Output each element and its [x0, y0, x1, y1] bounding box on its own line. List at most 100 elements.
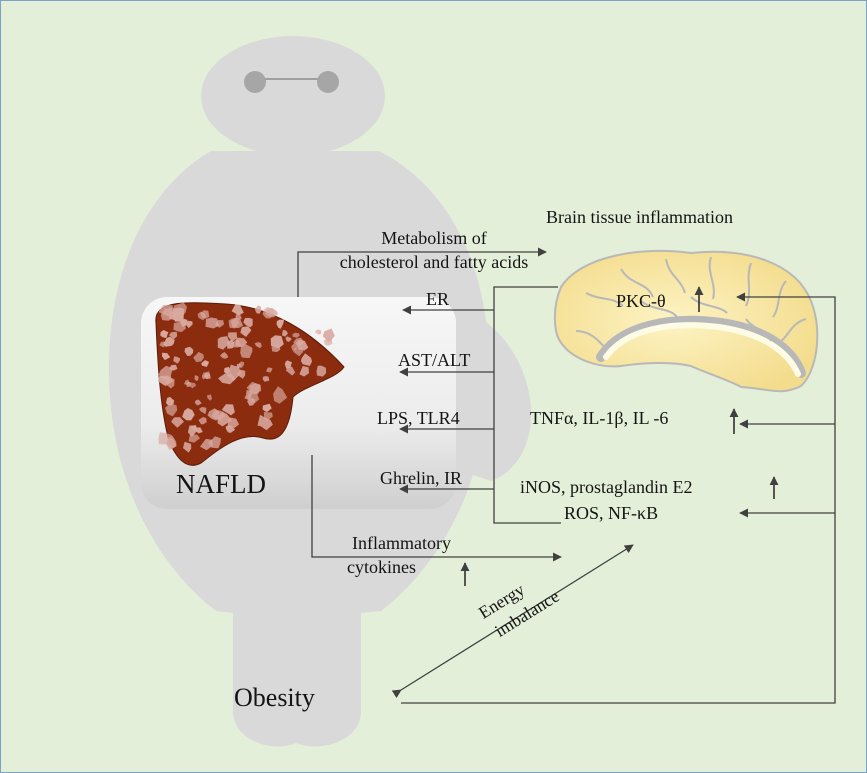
liver-spot	[262, 403, 272, 413]
metabolism-line2: cholesterol and fatty acids	[339, 252, 529, 272]
cytokines-label: Inflammatory cytokines	[319, 534, 484, 576]
liver-spot	[194, 399, 202, 406]
liver-spot	[163, 336, 175, 347]
obesity-label: Obesity	[234, 683, 315, 712]
liver-spot	[322, 328, 335, 343]
liver-spot	[162, 352, 171, 361]
brain-bracket	[493, 286, 561, 524]
cytokines-line2: cytokines	[347, 557, 416, 577]
lps-tlr4-label: LPS, TLR4	[377, 408, 460, 428]
liver-spot	[244, 394, 252, 401]
liver-spot	[262, 376, 270, 382]
face-glyph	[244, 71, 339, 93]
liver-spot	[194, 375, 199, 382]
brain-title: Brain tissue inflammation	[546, 207, 733, 227]
pkc-label: PKC-θ	[616, 291, 666, 311]
increase-arrows	[460, 286, 779, 586]
liver-spot	[201, 360, 209, 367]
liver-spot	[276, 319, 284, 329]
liver-spot	[240, 326, 252, 337]
liver-spot	[270, 335, 284, 349]
liver-spot	[220, 352, 229, 359]
liver-spot	[247, 392, 260, 404]
liver-spot	[264, 307, 279, 318]
liver-spot	[254, 342, 262, 349]
liver-spot	[300, 353, 313, 366]
liver-spot	[193, 351, 204, 363]
liver-spot	[184, 346, 194, 356]
liver-spot	[284, 360, 292, 369]
liver-spot	[200, 438, 213, 451]
liver-spot	[187, 425, 198, 437]
liver-spot	[231, 304, 244, 316]
liver-spot	[165, 377, 175, 389]
liver-spot	[207, 394, 212, 401]
liver-spot	[173, 302, 187, 317]
liver-icon	[155, 302, 345, 466]
liver-spot	[292, 332, 300, 338]
liver-spot	[257, 414, 273, 431]
liver-spot	[169, 331, 178, 340]
liver-spot	[235, 312, 242, 320]
liver-spot	[293, 337, 305, 348]
liver-spot	[205, 317, 220, 329]
liver-spot	[160, 330, 169, 339]
liver-spot	[198, 417, 207, 425]
liver-spot	[243, 317, 253, 328]
liver-spot	[285, 366, 296, 376]
energy-arrow	[391, 544, 634, 699]
liver-spot	[199, 407, 207, 415]
liver-spot	[197, 311, 206, 321]
liver-spot	[165, 403, 178, 417]
liver-spot	[246, 381, 262, 395]
liver-spot	[240, 343, 253, 359]
ghrelin-ir-label: Ghrelin, IR	[380, 468, 462, 488]
metabolism-label: Metabolism of cholesterol and fatty acid…	[299, 229, 569, 271]
liver-spot	[285, 336, 292, 342]
liver-spot	[266, 367, 273, 373]
ros-label: ROS, NF-κB	[564, 503, 659, 523]
liver-spot	[315, 329, 322, 335]
liver-spot	[316, 365, 327, 377]
liver-spot	[221, 404, 235, 416]
liver-spot	[227, 332, 237, 342]
tnf-label: TNFα, IL-1β, IL -6	[530, 408, 669, 428]
liver-spot	[195, 427, 203, 434]
liver-spot	[231, 339, 241, 348]
liver-spot	[227, 339, 235, 349]
liver-spot	[273, 386, 288, 404]
liver-spot	[281, 329, 288, 337]
liver-spots	[157, 302, 335, 453]
liver-spot	[202, 374, 208, 380]
metabolism-line1: Metabolism of	[381, 228, 487, 248]
obesity-line	[401, 292, 836, 704]
liver-spot	[227, 364, 242, 381]
liver-spot	[188, 434, 200, 443]
liver-spot	[291, 342, 298, 351]
liver-spot	[254, 305, 262, 314]
liver-spot	[188, 382, 197, 389]
liver-spot	[158, 304, 173, 317]
pathway-arrows	[297, 247, 836, 704]
liver-spot	[158, 365, 173, 381]
liver-spot	[230, 317, 244, 329]
liver-spot	[173, 321, 186, 333]
liver-spot	[165, 396, 175, 406]
liver-spot	[173, 356, 181, 364]
nafld-label: NAFLD	[176, 469, 267, 499]
liver-spot	[263, 412, 273, 421]
brain-icon	[553, 249, 819, 393]
liver-spot	[217, 336, 230, 350]
liver-spot	[299, 366, 309, 377]
metabolism-arrow	[297, 247, 547, 297]
liver-spot	[207, 408, 220, 421]
cytokines-line1: Inflammatory	[352, 533, 451, 553]
liver-spot	[225, 425, 236, 433]
inos-label: iNOS, prostaglandin E2	[520, 477, 693, 497]
liver-spot	[171, 417, 184, 428]
ast-alt-label: AST/ALT	[398, 350, 471, 370]
liver-spot	[271, 343, 281, 353]
liver-spot	[183, 441, 192, 453]
